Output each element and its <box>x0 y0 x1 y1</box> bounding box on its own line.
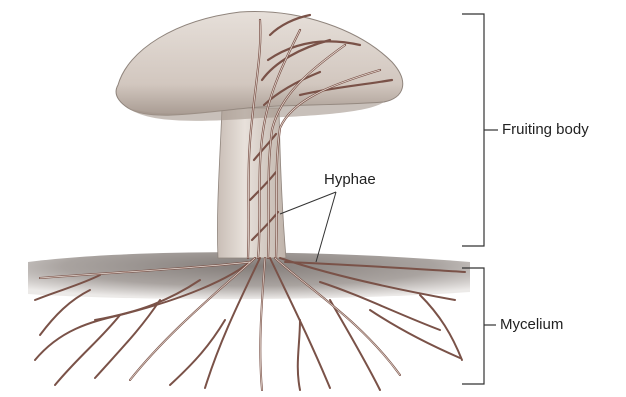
soil-surface <box>28 252 470 299</box>
hyphae-leader-lines <box>280 192 336 262</box>
fruiting-body-label: Fruiting body <box>502 121 589 138</box>
hyphae-label: Hyphae <box>324 171 376 188</box>
mycelium-label: Mycelium <box>500 316 563 333</box>
fruiting-body-bracket <box>462 14 498 246</box>
